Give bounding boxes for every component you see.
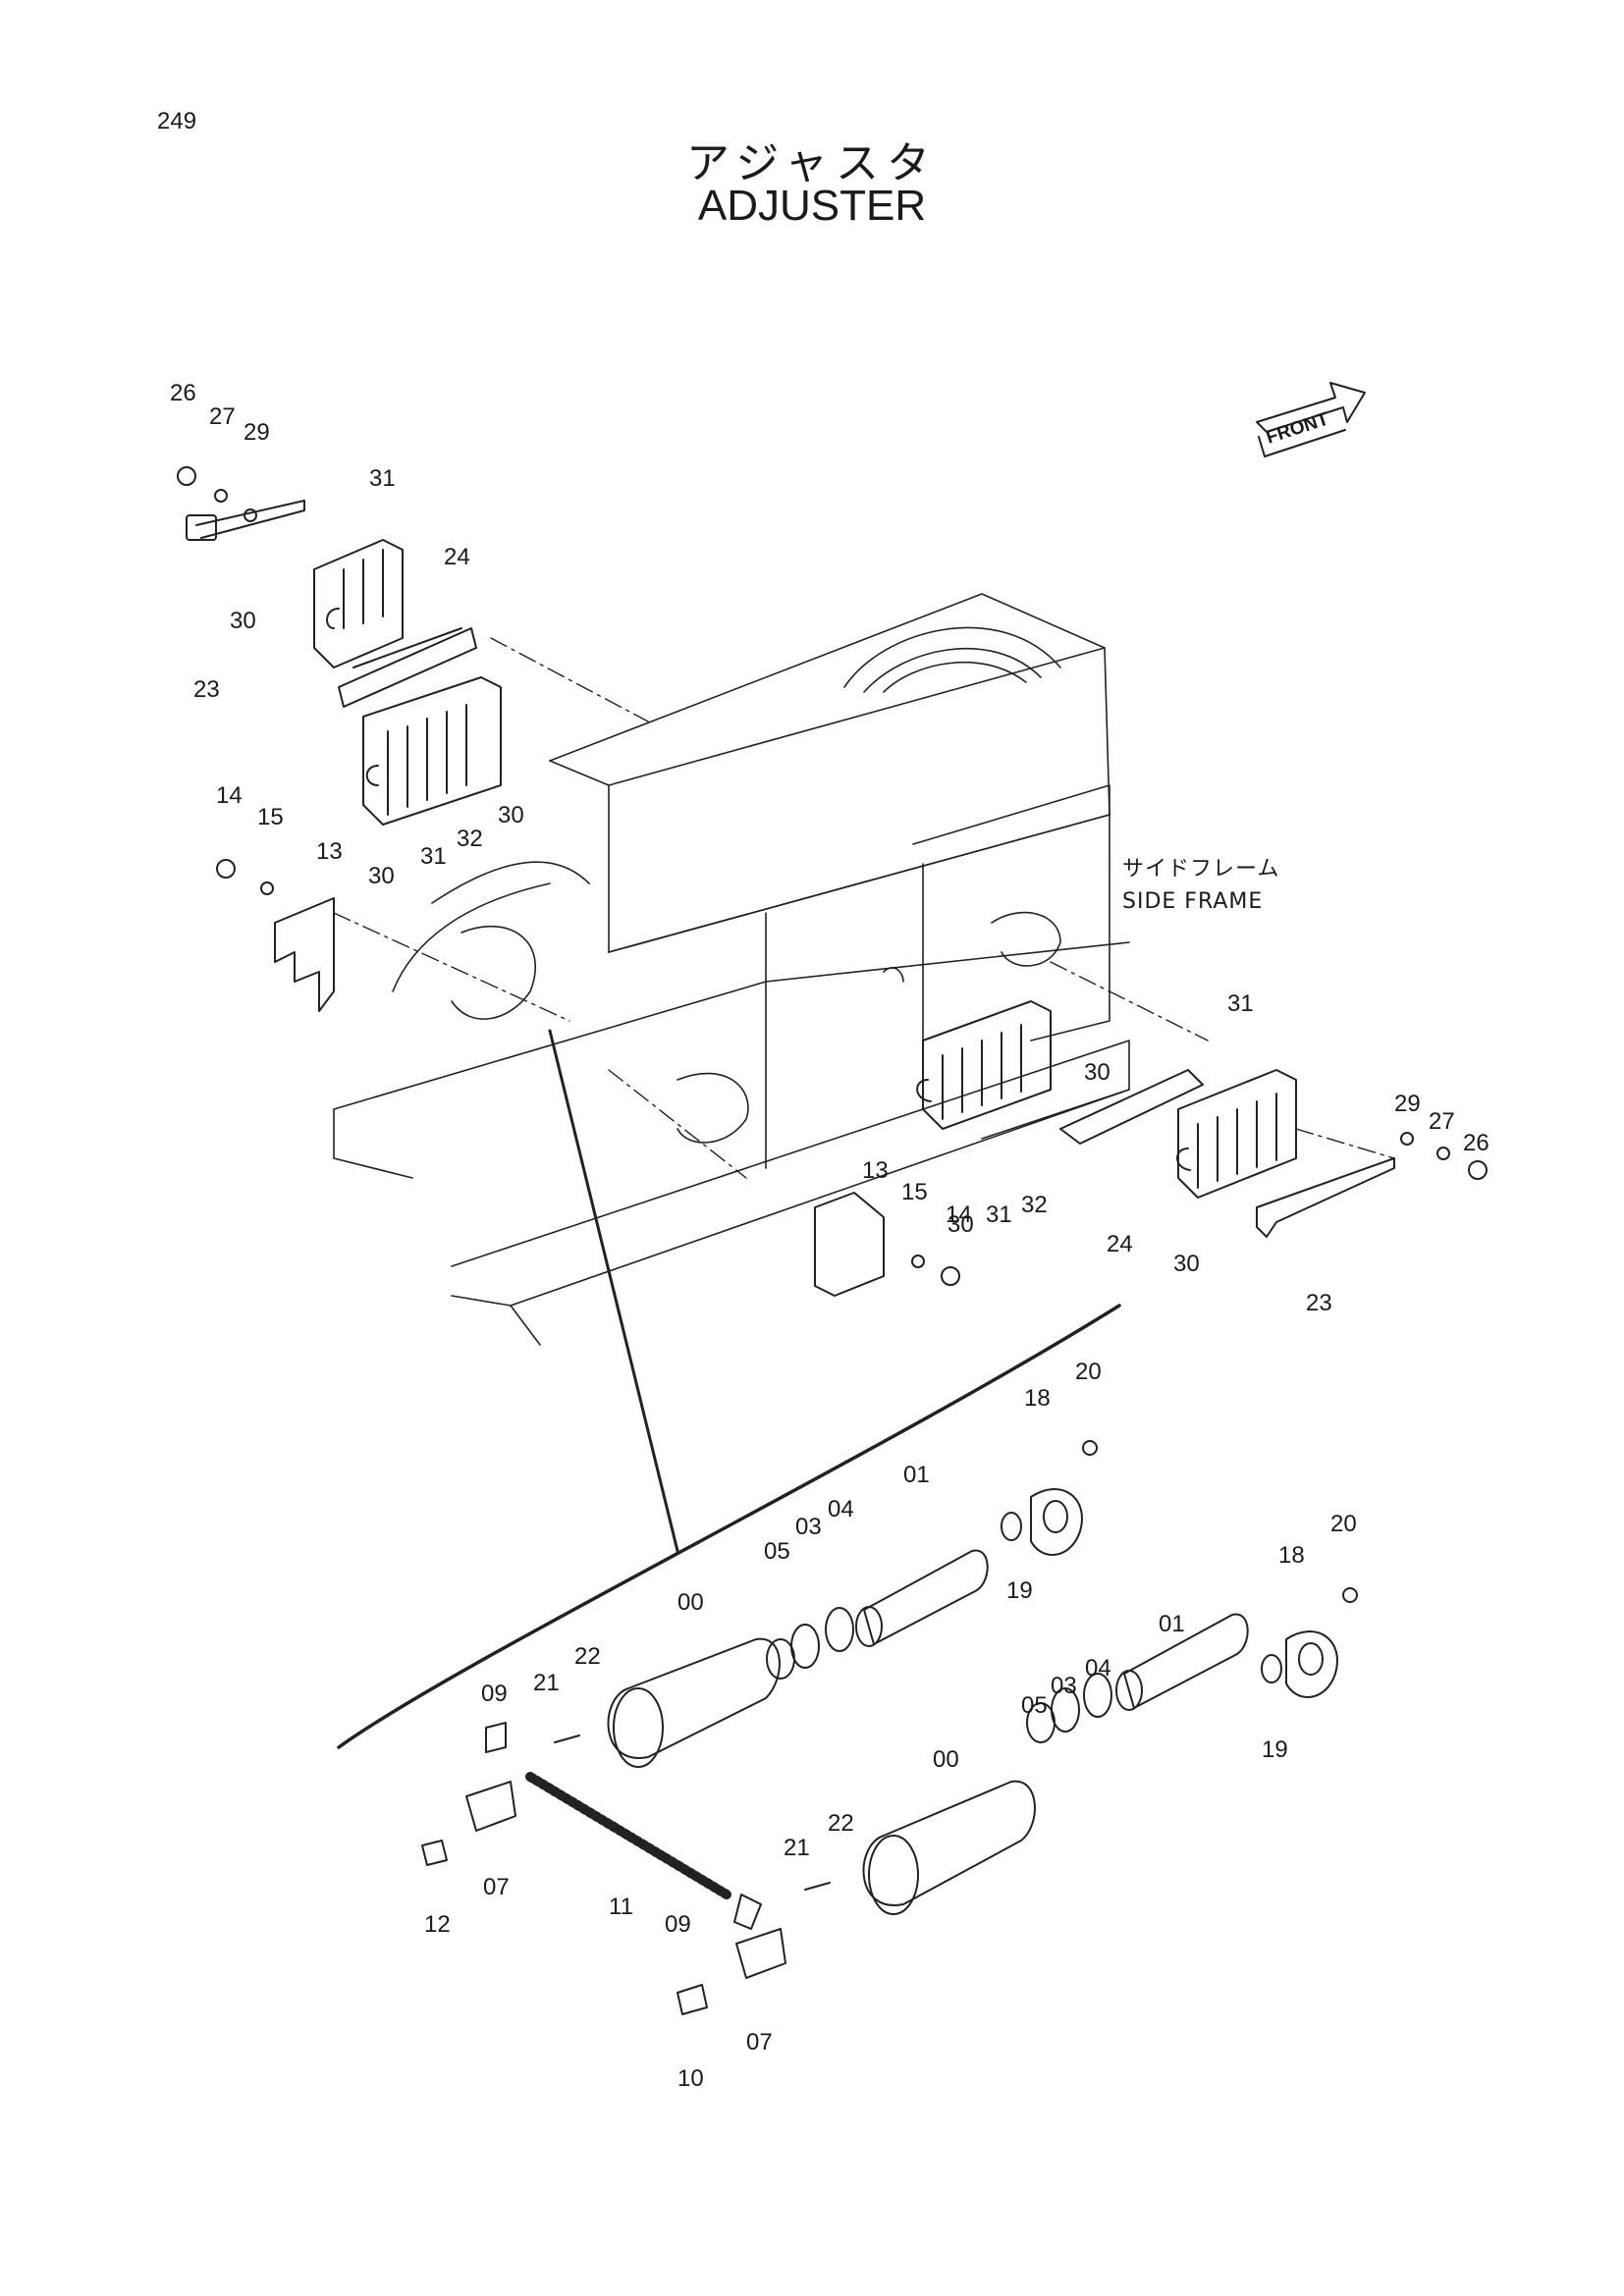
cylinder-assembly-upper — [607, 1488, 1083, 1768]
part-callouts: 26 27 29 31 24 30 23 30 30 31 32 14 15 1… — [170, 380, 1489, 2092]
callout-26: 26 — [170, 380, 196, 406]
callout-03: 03 — [1051, 1673, 1077, 1699]
callout-04: 04 — [828, 1496, 854, 1522]
callout-09: 09 — [481, 1681, 508, 1707]
callout-01: 01 — [903, 1462, 930, 1488]
callout-32: 32 — [1021, 1192, 1048, 1218]
front-arrow — [1256, 382, 1366, 457]
callout-20: 20 — [1075, 1359, 1102, 1385]
side-frame-label-japanese: サイドフレーム — [1122, 857, 1279, 881]
callout-30: 30 — [1173, 1251, 1200, 1277]
callout-15: 15 — [257, 804, 284, 830]
callout-14: 14 — [216, 782, 243, 809]
callout-19: 19 — [1262, 1736, 1288, 1763]
side-frame-label: SIDE FRAME — [1122, 889, 1263, 914]
callout-05: 05 — [764, 1538, 790, 1565]
callout-18: 18 — [1024, 1385, 1051, 1412]
bracket-right — [814, 1192, 885, 1297]
callout-30: 30 — [947, 1211, 974, 1238]
callout-29: 29 — [1394, 1091, 1421, 1117]
callout-19: 19 — [1006, 1577, 1033, 1604]
callout-05: 05 — [1021, 1692, 1048, 1719]
front-arrow-label: FRONT — [1264, 408, 1331, 448]
callout-09: 09 — [665, 1911, 691, 1938]
callout-07: 07 — [746, 2029, 773, 2056]
callout-11: 11 — [609, 1894, 633, 1920]
callout-30: 30 — [368, 863, 395, 889]
callout-01: 01 — [1159, 1611, 1185, 1637]
callout-30: 30 — [498, 802, 524, 828]
callout-14: 14 — [946, 1201, 972, 1228]
callout-20: 20 — [1330, 1511, 1357, 1537]
callout-31: 31 — [986, 1201, 1012, 1228]
callout-00: 00 — [677, 1589, 704, 1616]
callout-32: 32 — [457, 826, 483, 852]
callout-10: 10 — [677, 2065, 704, 2092]
page-title: ADJUSTER — [697, 182, 927, 230]
detail-boundary-line — [337, 1304, 1121, 1749]
callout-29: 29 — [244, 419, 270, 446]
detail-leader-line — [548, 1029, 679, 1553]
callout-31: 31 — [420, 843, 447, 870]
callout-23: 23 — [1306, 1290, 1332, 1316]
callout-24: 24 — [444, 544, 470, 570]
callout-22: 22 — [574, 1643, 601, 1670]
leader-lines — [333, 637, 1395, 1179]
callout-00: 00 — [933, 1746, 959, 1773]
callout-04: 04 — [1085, 1655, 1111, 1682]
callout-15: 15 — [901, 1179, 928, 1205]
page-title-japanese: アジャスタ — [685, 138, 939, 188]
callout-13: 13 — [862, 1157, 889, 1184]
callout-30: 30 — [230, 608, 256, 634]
side-frame-body — [333, 593, 1130, 1346]
callout-18: 18 — [1278, 1542, 1305, 1569]
spring-assembly-upper-left — [186, 500, 502, 826]
small-fasteners — [177, 466, 1488, 1603]
callout-31: 31 — [369, 465, 396, 492]
callout-23: 23 — [193, 676, 220, 703]
callout-30: 30 — [1084, 1059, 1110, 1086]
hose-and-fittings — [421, 1722, 831, 2015]
callout-31: 31 — [1227, 990, 1254, 1017]
callout-26: 26 — [1463, 1130, 1489, 1156]
cylinder-assembly-lower — [862, 1613, 1338, 1915]
callout-13: 13 — [316, 838, 343, 865]
callout-27: 27 — [209, 403, 236, 430]
page-number: 249 — [157, 108, 197, 134]
callout-03: 03 — [795, 1514, 822, 1540]
callout-21: 21 — [533, 1670, 560, 1696]
callout-22: 22 — [828, 1810, 854, 1837]
callout-27: 27 — [1429, 1108, 1455, 1135]
callout-12: 12 — [424, 1911, 451, 1938]
callout-24: 24 — [1107, 1231, 1133, 1257]
bracket-left — [274, 897, 335, 1012]
callout-21: 21 — [784, 1835, 810, 1861]
callout-07: 07 — [483, 1874, 510, 1900]
